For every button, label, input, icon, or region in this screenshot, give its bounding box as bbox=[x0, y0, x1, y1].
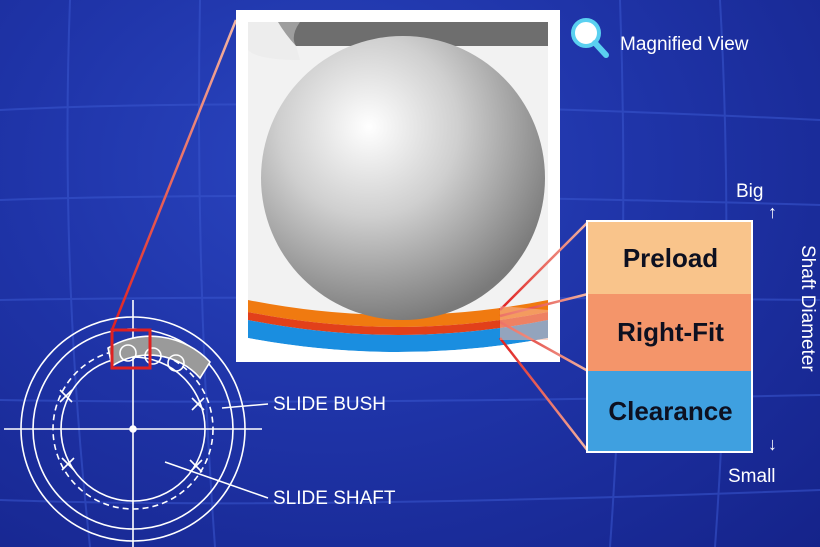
magnifier-icon bbox=[571, 18, 609, 58]
band-connectors bbox=[499, 221, 589, 452]
clearance-band: Clearance bbox=[588, 371, 753, 451]
slide-bush-label: SLIDE BUSH bbox=[273, 394, 386, 415]
zoom-lines bbox=[110, 19, 512, 370]
bush-leader-line bbox=[221, 403, 269, 409]
shaft-diameter-axis-title: Shaft Diameter bbox=[797, 245, 818, 372]
preload-band: Preload bbox=[588, 222, 753, 294]
shaft-leader-line bbox=[164, 461, 269, 499]
slide-shaft-label: SLIDE SHAFT bbox=[273, 488, 396, 509]
big-label: Big bbox=[736, 181, 764, 202]
bush-cross-section bbox=[4, 300, 262, 547]
down-arrow-icon: ↓ bbox=[768, 434, 777, 454]
highlight-box bbox=[110, 328, 152, 370]
small-label: Small bbox=[728, 466, 776, 487]
right-fit-band: Right-Fit bbox=[588, 294, 753, 371]
magnified-view-label: Magnified View bbox=[620, 34, 749, 55]
up-arrow-icon: ↑ bbox=[768, 202, 777, 222]
